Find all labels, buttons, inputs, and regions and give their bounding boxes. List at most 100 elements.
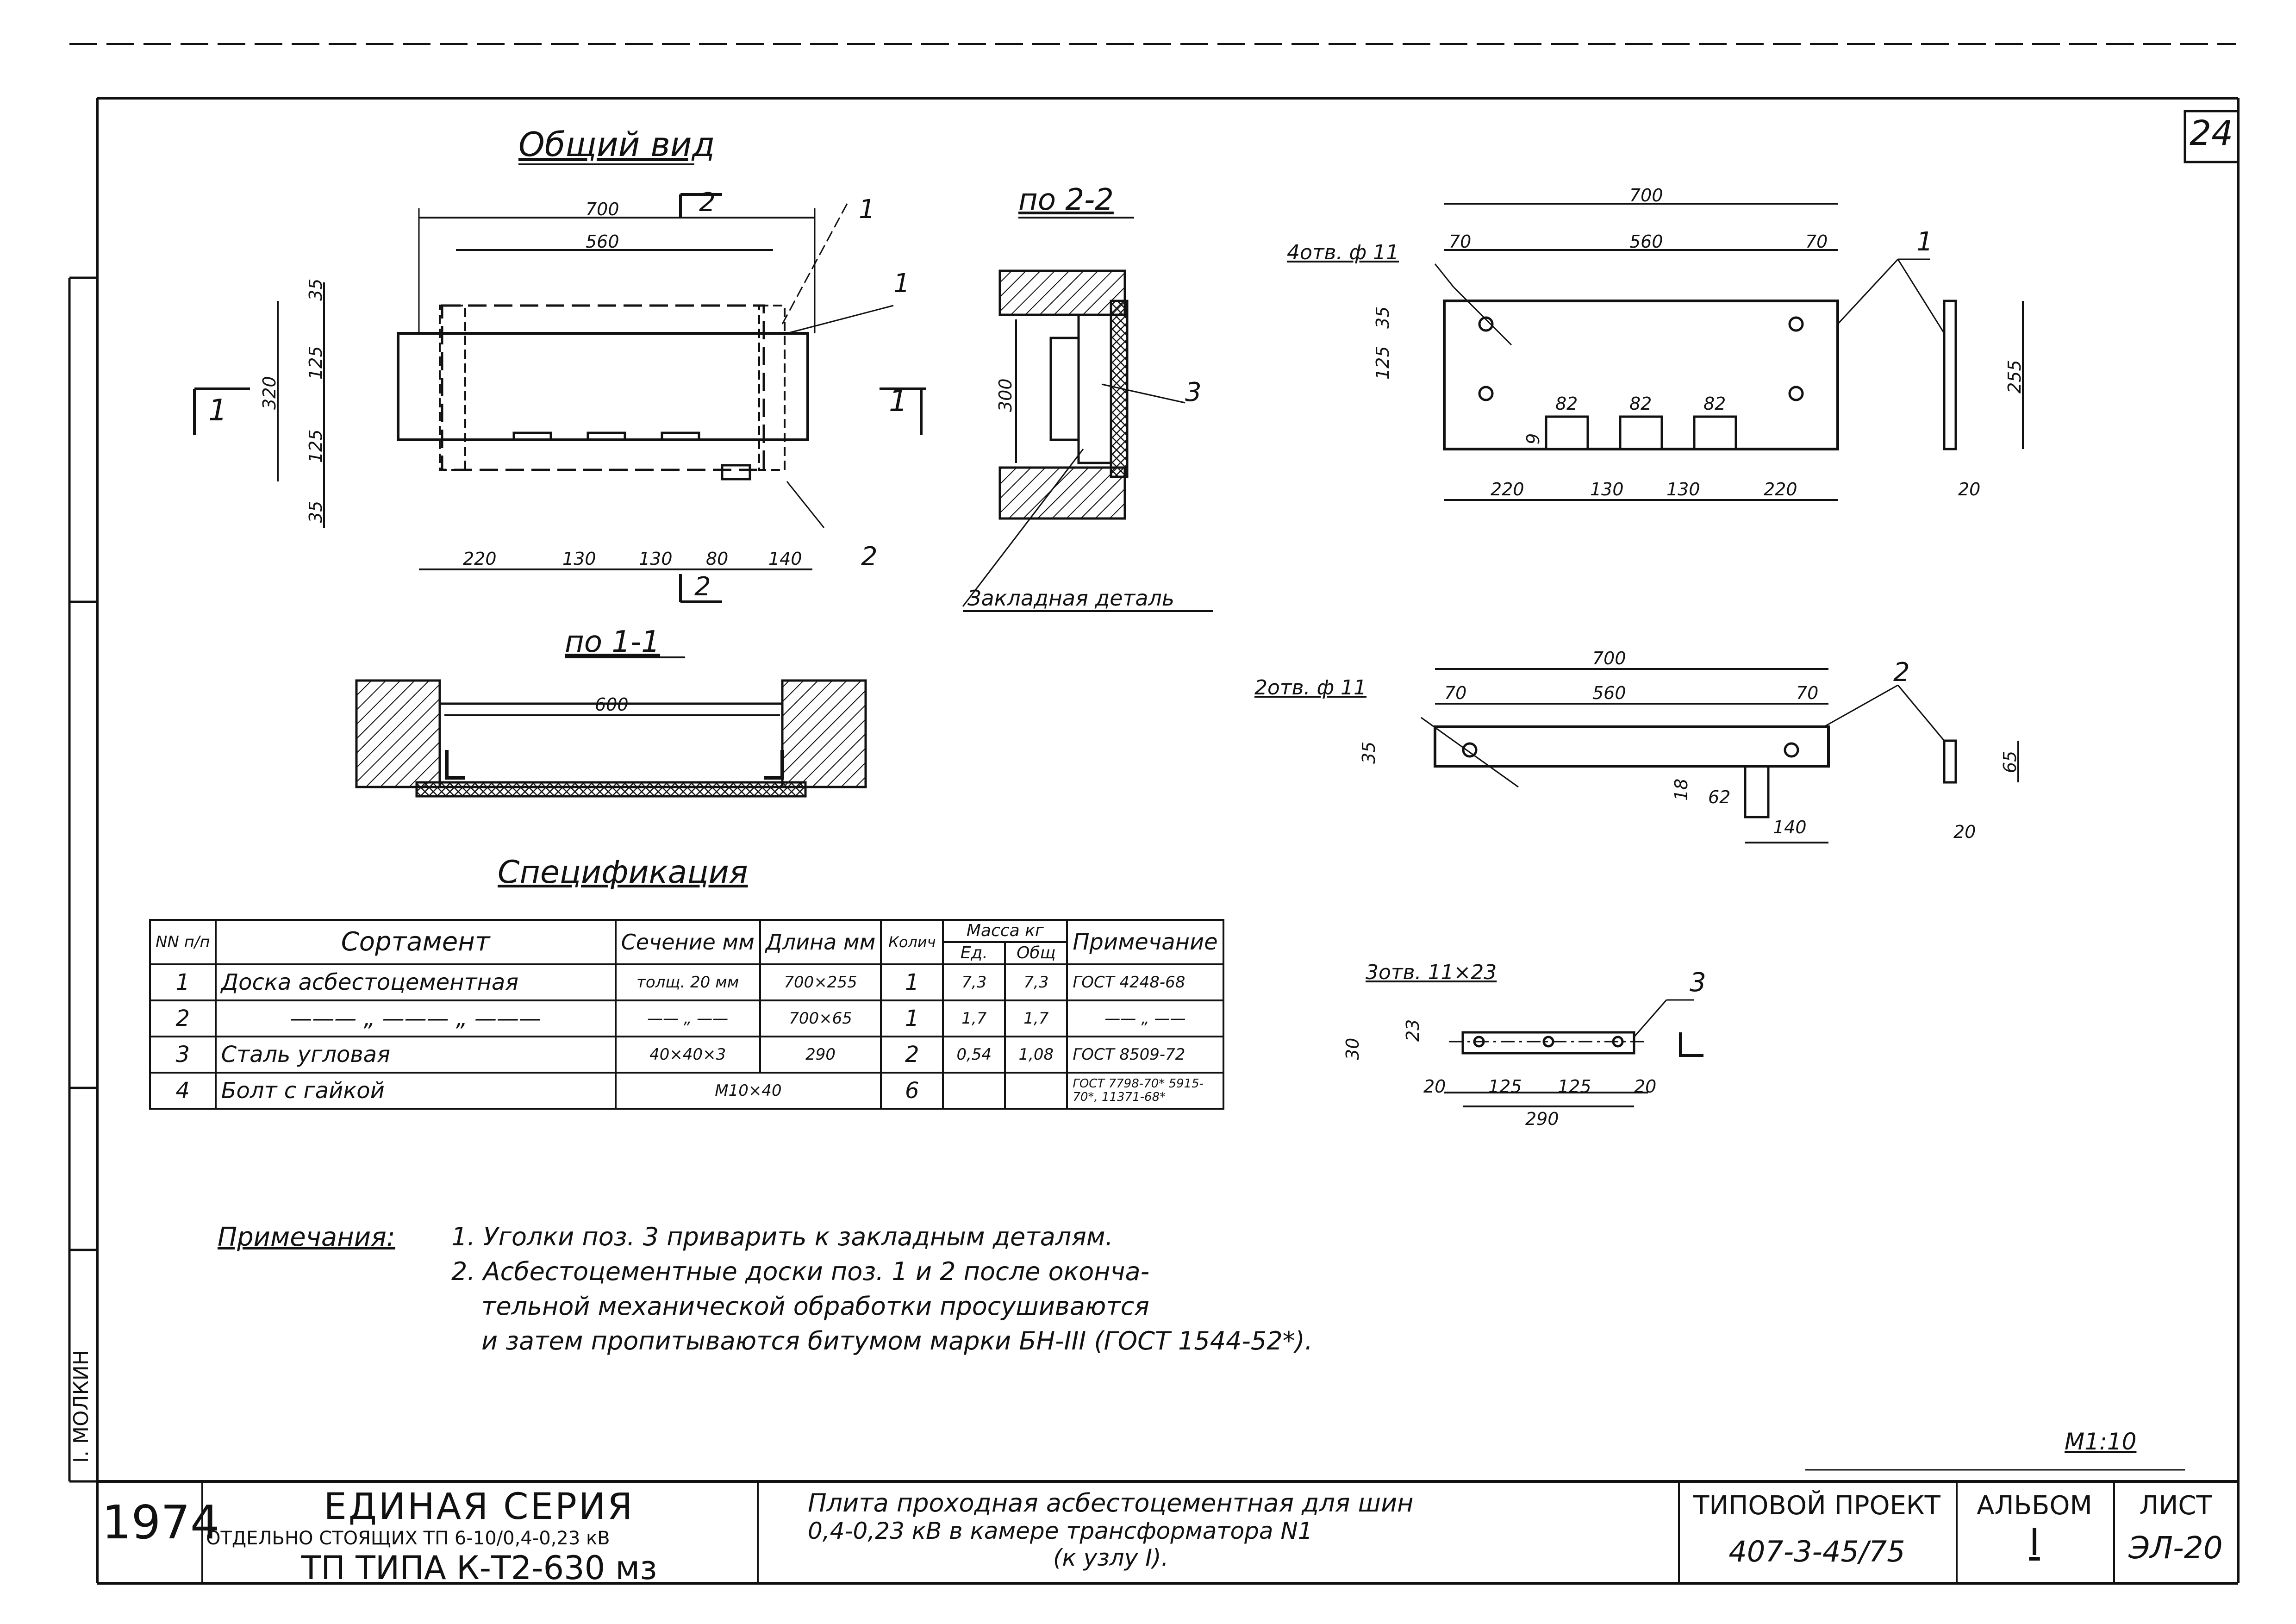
detail3-pos-label: 3 <box>1690 968 1706 998</box>
title-sheet-value: ЭЛ-20 <box>2128 1530 2223 1566</box>
spec-row: 4 Болт с гайкой М10×40 6 ГОСТ 7798-70* 5… <box>149 1072 1224 1110</box>
spec-cell-section: толщ. 20 мм <box>614 963 761 1001</box>
detail1-holes-label: 4отв. ф 11 <box>1287 241 1399 264</box>
spec-subheader-row: Ед. Общ <box>150 941 1223 965</box>
dim-d2-62: 62 <box>1708 787 1731 807</box>
dim-d1-b130a: 130 <box>1590 479 1624 500</box>
spec-cell-note: ГОСТ 8509-72 <box>1066 1036 1224 1074</box>
title-series: ЕДИНАЯ СЕРИЯ <box>324 1486 635 1528</box>
spec-header-mass-unit: Ед. <box>942 941 1006 965</box>
dim-d1-b220b: 220 <box>1764 479 1797 500</box>
spec-cell-qty: 6 <box>880 1072 944 1110</box>
specification-table: NN п/п Сортамент Сечение мм Длина мм Кол… <box>149 919 1224 1110</box>
dim-general-700: 700 <box>586 199 619 219</box>
cut-mark-1-right: 1 <box>889 384 908 418</box>
dim-d2-70b: 70 <box>1796 683 1819 703</box>
title-series-cell: ЕДИНАЯ СЕРИЯ ОТДЕЛЬНО СТОЯЩИХ ТП 6-10/0,… <box>201 1481 759 1587</box>
spec-header-mass-total: Общ <box>1004 941 1068 965</box>
spec-header-sortament: Сортамент <box>214 919 617 965</box>
spec-cell-n: 4 <box>149 1072 217 1110</box>
pos-label-2: 2 <box>861 542 878 572</box>
notes-line-4: и затем пропитываются битумом марки БН-I… <box>481 1326 1313 1355</box>
specification-title: Спецификация <box>498 854 748 891</box>
spec-cell-unit: 1,7 <box>942 999 1006 1037</box>
dim-d3-20b: 20 <box>1634 1076 1657 1097</box>
dim-d2-140: 140 <box>1773 817 1807 837</box>
spec-cell-total: 1,08 <box>1004 1036 1068 1074</box>
dim-d2-700: 700 <box>1592 648 1626 668</box>
dim-d1-125: 125 <box>1373 346 1393 380</box>
notes-line-3: тельной механической обработки просушива… <box>481 1292 1149 1321</box>
spec-cell-n: 2 <box>149 999 217 1037</box>
detail1-pos-label: 1 <box>1916 227 1933 257</box>
spec-cell-note: ГОСТ 4248-68 <box>1066 963 1224 1001</box>
dim-d1-255: 255 <box>2004 360 2025 394</box>
spec-header-qty: Колич <box>880 919 944 965</box>
spec-cell-total: 7,3 <box>1004 963 1068 1001</box>
title-description-3: (к узлу I). <box>1053 1544 1169 1571</box>
dim-d1-35: 35 <box>1373 306 1393 329</box>
cut-mark-1-left: 1 <box>208 394 227 428</box>
dim-d2-t20: 20 <box>1953 822 1976 842</box>
dim-d3-20a: 20 <box>1423 1076 1446 1097</box>
spec-cell-unit: 7,3 <box>942 963 1006 1001</box>
title-project-label: ТИПОВОЙ ПРОЕКТ <box>1693 1491 1940 1521</box>
spec-cell-name: Болт с гайкой <box>214 1072 617 1110</box>
title-series-sub: ОТДЕЛЬНО СТОЯЩИХ ТП 6-10/0,4-0,23 кВ <box>206 1528 610 1549</box>
spec-cell-unit: 0,54 <box>942 1036 1006 1074</box>
spec-cell-n: 1 <box>149 963 217 1001</box>
dim-d1-t20: 20 <box>1958 479 1981 500</box>
dim-general-b220: 220 <box>463 549 497 569</box>
dim-d2-560: 560 <box>1592 683 1626 703</box>
dim-d2-70a: 70 <box>1444 683 1467 703</box>
spec-cell-qty: 1 <box>880 999 944 1037</box>
dim-section11-600: 600 <box>595 694 629 715</box>
dim-d1-9: 9 <box>1523 433 1543 444</box>
title-description-cell: Плита проходная асбестоцементная для шин… <box>757 1481 1680 1583</box>
side-stamp: I. МОЛКИН <box>69 1350 93 1463</box>
section-11-title: по 1-1 <box>565 625 660 659</box>
pos-label-1a: 1 <box>859 194 875 225</box>
title-year-cell: 1974 <box>97 1481 220 1583</box>
spec-cell-n: 3 <box>149 1036 217 1074</box>
dim-general-125b: 125 <box>306 429 326 463</box>
spec-row: 1 Доска асбестоцементная толщ. 20 мм 700… <box>149 963 1224 1001</box>
dim-d1-b130b: 130 <box>1666 479 1700 500</box>
dim-general-b130a: 130 <box>562 549 596 569</box>
notes-line-1: 1. Уголки поз. 3 приварить к закладным д… <box>451 1222 1113 1251</box>
title-album-label: АЛЬБОМ <box>1977 1491 2092 1521</box>
embedded-part-label: Закладная деталь <box>967 586 1175 611</box>
title-project-cell: ТИПОВОЙ ПРОЕКТ 407-3-45/75 <box>1678 1481 1958 1583</box>
pos-label-1b: 1 <box>893 269 910 299</box>
spec-cell-length: 290 <box>759 1036 882 1074</box>
dim-general-b130b: 130 <box>639 549 673 569</box>
dim-d1-82b: 82 <box>1629 394 1652 414</box>
dim-general-125a: 125 <box>306 346 326 380</box>
title-description-2: 0,4-0,23 кВ в камере трансформатора N1 <box>808 1518 1313 1544</box>
title-sheet-cell: ЛИСТ ЭЛ-20 <box>2113 1481 2238 1583</box>
dim-general-35a: 35 <box>306 278 326 301</box>
spec-cell-section: 40×40×3 <box>614 1036 761 1074</box>
dim-general-320: 320 <box>259 376 280 410</box>
title-project-number: 407-3-45/75 <box>1728 1535 1905 1568</box>
dim-d1-70b: 70 <box>1805 231 1828 252</box>
dim-d2-35: 35 <box>1359 741 1379 764</box>
section-22-title: по 2-2 <box>1018 183 1114 217</box>
dim-d2-65: 65 <box>2000 750 2020 773</box>
dim-d1-b220a: 220 <box>1491 479 1524 500</box>
spec-cell-qty: 2 <box>880 1036 944 1074</box>
scale-label: М1:10 <box>2065 1428 2137 1455</box>
detail3-holes-label: 3отв. 11×23 <box>1366 961 1497 984</box>
detail2-pos-label: 2 <box>1893 657 1910 687</box>
detail2-holes-label: 2отв. ф 11 <box>1254 676 1367 700</box>
dim-d1-70a: 70 <box>1449 231 1472 252</box>
dim-general-b80: 80 <box>706 549 729 569</box>
spec-cell-section: —— „ —— <box>614 999 761 1037</box>
title-year: 1974 <box>102 1495 220 1549</box>
spec-cell-qty: 1 <box>880 963 944 1001</box>
spec-row: 3 Сталь угловая 40×40×3 290 2 0,54 1,08 … <box>149 1036 1224 1074</box>
spec-row: 2 ——— „ ——— „ ——— —— „ —— 700×65 1 1,7 1… <box>149 999 1224 1037</box>
title-description-1: Плита проходная асбестоцементная для шин <box>808 1488 1414 1518</box>
title-sheet-label: ЛИСТ <box>2139 1491 2212 1521</box>
